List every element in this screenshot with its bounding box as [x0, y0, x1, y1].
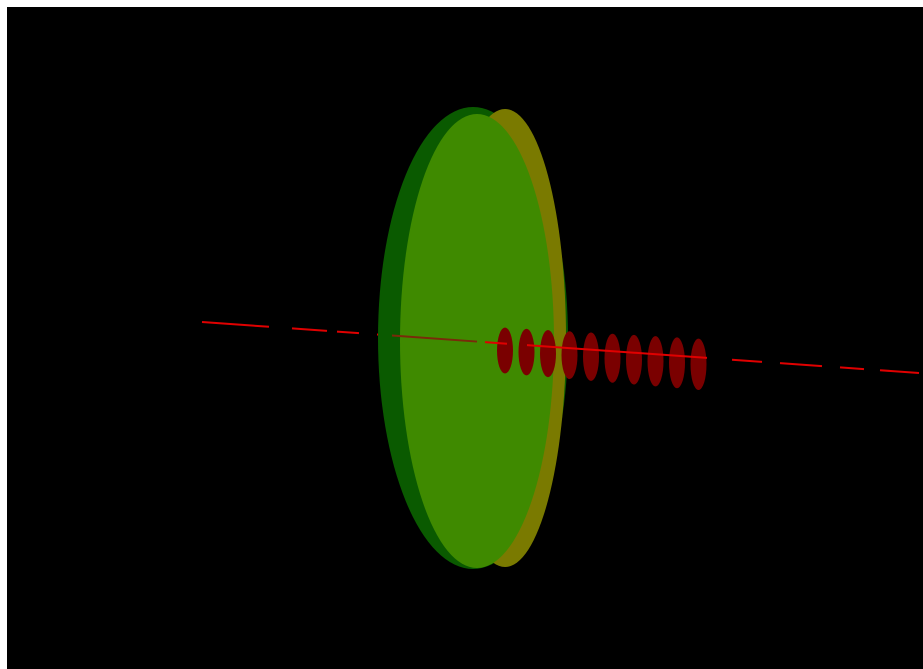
beam-front: [484, 341, 920, 374]
red-ellipse: [583, 332, 599, 381]
red-ellipse: [518, 328, 535, 376]
beam-dash: [201, 321, 270, 328]
beam-dash: [336, 330, 360, 335]
beam-dash-dim: [391, 334, 478, 343]
beam-dash: [526, 344, 708, 359]
red-ellipse: [497, 327, 513, 374]
scene-canvas[interactable]: [7, 7, 923, 669]
beam-dash: [291, 327, 328, 332]
red-ellipse: [561, 331, 578, 380]
beam-dash: [731, 358, 763, 363]
beam-through-disk: [391, 334, 478, 343]
beam-dash: [779, 362, 823, 368]
red-ellipse: [604, 333, 621, 383]
red-ellipse: [647, 336, 664, 387]
beam-dash: [484, 341, 508, 345]
red-ellipse: [669, 337, 685, 389]
3d-viewport[interactable]: [7, 7, 923, 669]
beam-dash: [879, 369, 920, 374]
red-ellipse: [690, 338, 707, 391]
red-ellipse: [626, 334, 642, 385]
beam-back: [201, 321, 393, 337]
beam-dash: [839, 366, 865, 371]
ellipse-stack: [497, 327, 707, 391]
red-ellipse: [540, 330, 556, 378]
green-disk: [378, 107, 568, 569]
